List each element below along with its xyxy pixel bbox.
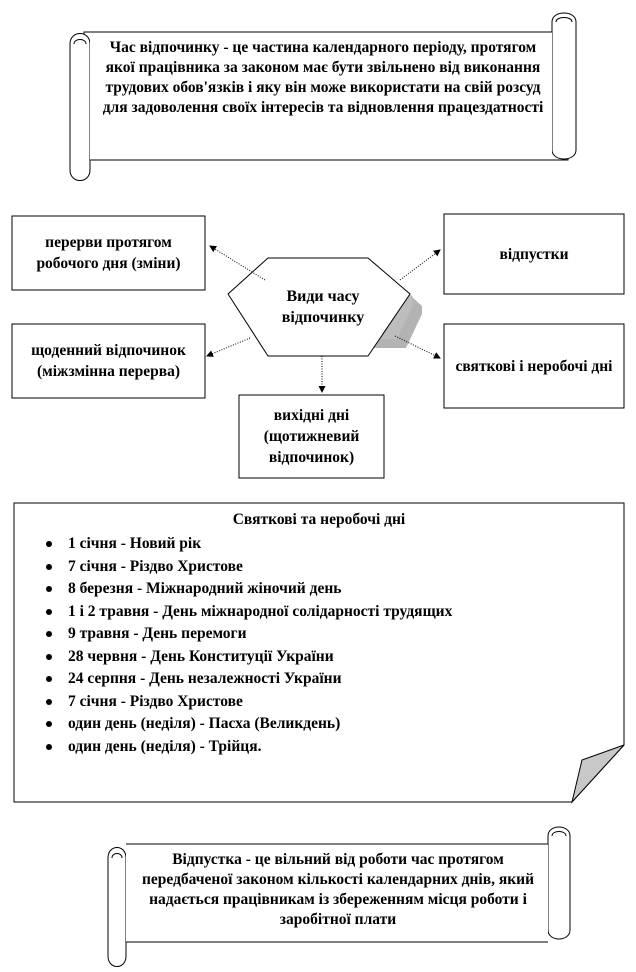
bullet-icon	[46, 541, 52, 547]
list-item: 1 і 2 травня - День міжнародної солідарн…	[38, 601, 452, 624]
bullet-icon	[46, 563, 52, 570]
list-item: 7 січня - Різдво Христове	[38, 691, 452, 714]
bullet-icon	[46, 676, 52, 682]
vacations-box	[443, 213, 625, 295]
connector-arrows	[206, 245, 441, 393]
vacation-term: Відпустка	[172, 851, 242, 868]
bullet-icon	[46, 608, 52, 615]
list-item: один день (неділя) - Трійця.	[38, 736, 452, 759]
center-hexagon	[227, 257, 422, 357]
bullet-icon	[46, 631, 52, 637]
vacation-text: - це вільний від роботи час протягом пер…	[141, 851, 535, 928]
bullet-icon	[46, 698, 52, 705]
holidays-list-title: Святкові та неробочі дні	[232, 511, 406, 528]
holidays-box	[443, 323, 625, 409]
vacation-definition: Відпустка - це вільний від роботи час пр…	[134, 850, 542, 930]
list-item: 7 січня - Різдво Христове	[38, 556, 452, 579]
list-item: 28 червня - День Конституції України	[38, 646, 452, 669]
bullet-icon	[46, 586, 52, 592]
list-item: 8 березня - Міжнародний жіночий день	[38, 578, 452, 601]
weekends-label: вихідні дні (щотижневий відпочинок)	[263, 407, 360, 466]
vacation-scroll	[107, 826, 571, 967]
rest-time-term: Час відпочинку	[109, 39, 220, 56]
daily-rest-box	[11, 323, 206, 399]
rest-time-text: - це частина календарного періоду, протя…	[102, 39, 544, 116]
breaks-box	[11, 215, 206, 291]
bullet-icon	[46, 653, 52, 660]
bullet-icon	[46, 743, 52, 750]
daily-rest-label: щоденний відпочинок (міжзмінна перерва)	[31, 342, 186, 380]
list-item: 24 серпня - День незалежності України	[38, 668, 452, 691]
holidays-days-off-label: святкові і неробочі дні	[455, 357, 613, 375]
vacations-label: відпустки	[499, 245, 569, 263]
breaks-label: перерви протягом робочого дня (зміни)	[36, 234, 181, 272]
holidays-list-box	[13, 502, 625, 804]
rest-time-definition: Час відпочинку - це частина календарного…	[98, 38, 548, 118]
holidays-list: 1 січня - Новий рік 7 січня - Різдво Хри…	[38, 533, 452, 758]
rest-time-scroll	[69, 12, 577, 181]
list-item: 9 травня - День перемоги	[38, 623, 452, 646]
list-item: 1 січня - Новий рік	[38, 533, 452, 556]
center-node-label: Види часу відпочинку	[281, 288, 365, 326]
list-item: один день (неділя) - Пасха (Великдень)	[38, 713, 452, 736]
bullet-icon	[46, 721, 52, 727]
weekends-box	[238, 394, 385, 479]
